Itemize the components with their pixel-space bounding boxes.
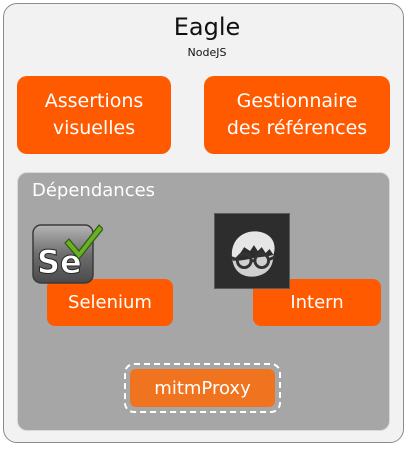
selenium-label: Selenium <box>68 292 152 313</box>
gestionnaire-label-line2: des références <box>226 117 368 139</box>
gestionnaire-references-box: Gestionnaire des références <box>204 76 390 154</box>
dependencies-label: Dépendances <box>32 180 156 201</box>
gestionnaire-label-line1: Gestionnaire <box>236 90 358 112</box>
selenium-logo-icon: Se <box>32 224 103 284</box>
mitmproxy-box: mitmProxy <box>130 369 275 407</box>
mitmproxy-optional-box: mitmProxy <box>124 363 281 413</box>
assertions-label-line2: visuelles <box>52 117 136 139</box>
mitmproxy-label: mitmProxy <box>154 377 251 399</box>
selenium-box: Selenium <box>47 279 173 326</box>
assertions-visuelles-box: Assertions visuelles <box>17 76 171 154</box>
intern-label: Intern <box>290 292 344 313</box>
intern-logo-icon <box>214 213 290 289</box>
diagram-subtitle: NodeJS <box>187 46 227 59</box>
assertions-label-line1: Assertions <box>44 90 144 112</box>
diagram-title: Eagle <box>173 13 241 41</box>
